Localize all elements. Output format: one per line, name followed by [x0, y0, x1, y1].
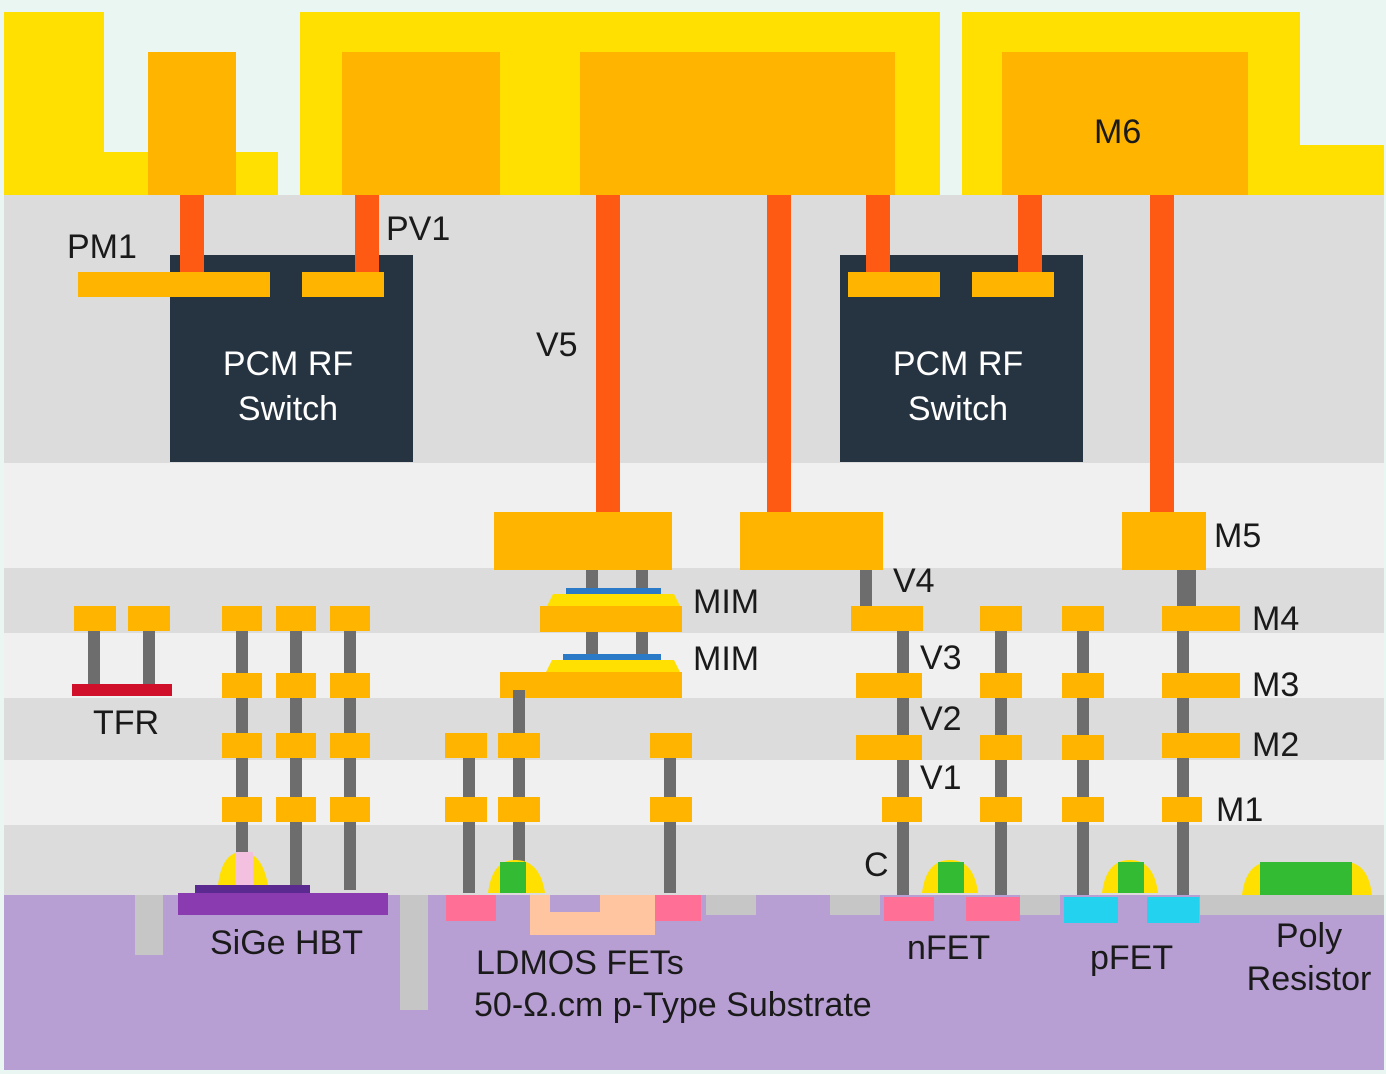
label-mim-upper: MIM [693, 583, 759, 621]
label-poly-line2: Resistor [1247, 960, 1372, 998]
label-v5: V5 [536, 326, 578, 364]
label-v4: V4 [893, 562, 935, 600]
label-ldmos: LDMOS FETs [476, 944, 684, 982]
label-m6: M6 [1094, 113, 1141, 151]
label-pv1: PV1 [386, 210, 450, 248]
label-pcm-left-line2: Switch [238, 390, 338, 428]
label-m5: M5 [1214, 517, 1261, 555]
label-v3: V3 [920, 639, 962, 677]
label-m4: M4 [1252, 600, 1299, 638]
m5-pads [494, 512, 1206, 570]
metal-pads [74, 606, 1240, 822]
label-pcm-right-line2: Switch [908, 390, 1008, 428]
m6-metal [4, 12, 1384, 195]
label-poly-line1: Poly [1276, 917, 1342, 955]
pm1-pads [78, 272, 1054, 297]
label-pfet: pFET [1090, 939, 1173, 977]
pfet-device [1064, 860, 1199, 923]
label-v1: V1 [920, 759, 962, 797]
labels: M6 PM1 PV1 V5 PCM RF Switch PCM RF Switc… [67, 113, 1371, 1024]
nfet-device [884, 860, 1020, 921]
label-nfet: nFET [907, 929, 990, 967]
label-substrate: 50-Ω.cm p-Type Substrate [474, 986, 872, 1024]
label-m1: M1 [1216, 791, 1263, 829]
label-pm1: PM1 [67, 228, 137, 266]
label-sige-hbt: SiGe HBT [210, 924, 363, 962]
sige-hbt-device [178, 852, 388, 915]
label-mim-lower: MIM [693, 640, 759, 678]
ldmos-device [446, 860, 701, 935]
label-m2: M2 [1252, 726, 1299, 764]
mim-capacitors [500, 570, 682, 698]
poly-resistor-device [1242, 862, 1372, 895]
label-v2: V2 [920, 700, 962, 738]
label-m3: M3 [1252, 666, 1299, 704]
tfr-resistor [72, 684, 172, 696]
label-tfr: TFR [93, 704, 159, 742]
label-pcm-right-line1: PCM RF [893, 345, 1023, 383]
substrate [4, 895, 1384, 1070]
label-pcm-left-line1: PCM RF [223, 345, 353, 383]
label-c: C [864, 846, 889, 884]
red-vias [180, 195, 1174, 515]
